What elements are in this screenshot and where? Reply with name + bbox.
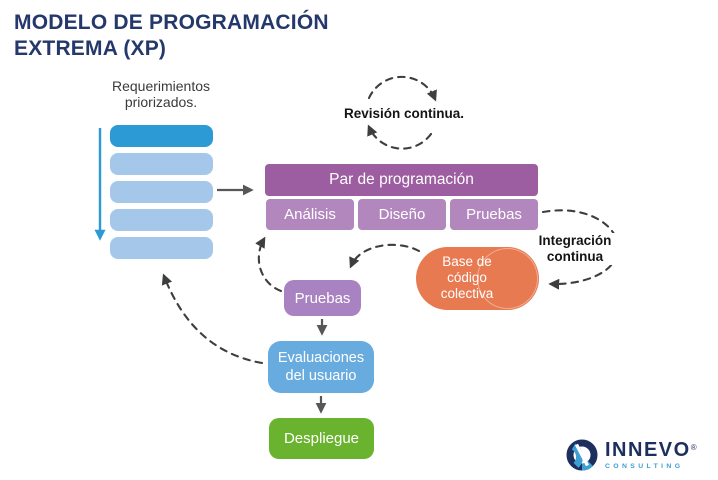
requirement-bar (110, 209, 213, 231)
registered-mark: ® (690, 443, 697, 452)
tests-to-analysis-arrow (255, 236, 283, 293)
collective-code-base-node: Base de código colectiva (416, 247, 539, 310)
innevo-tagline: CONSULTING (605, 463, 684, 470)
requirement-bar (110, 153, 213, 175)
code-base-label: Base de código colectiva (440, 254, 494, 302)
user-evaluations-node: Evaluaciones del usuario (268, 341, 374, 393)
innevo-logo-text: INNEVO® CONSULTING (605, 438, 697, 470)
tests-node: Pruebas (284, 280, 361, 316)
continuous-review-arc-bottom (367, 124, 433, 150)
stage-analysis: Análisis (266, 199, 354, 230)
innevo-brand-name: INNEVO® (605, 440, 697, 460)
stage-design: Diseño (358, 199, 446, 230)
innevo-logo-icon (566, 439, 598, 471)
codebase-to-tests-arrow (349, 243, 421, 269)
continuous-review-arc-top (367, 75, 437, 102)
requirement-bar-active (110, 125, 213, 147)
pair-programming-header: Par de programación (265, 164, 538, 196)
continuous-integration-label: Integración continua (529, 233, 621, 265)
deployment-node: Despliegue (269, 418, 374, 459)
requirements-label: Requerimientos priorizados. (111, 78, 211, 110)
stage-tests: Pruebas (450, 199, 538, 230)
code-base-circle-decoration (477, 248, 538, 309)
requirement-bar (110, 181, 213, 203)
continuous-review-label: Revisión continua. (339, 105, 469, 122)
requirement-bar (110, 237, 213, 259)
innevo-logo: INNEVO® CONSULTING (565, 438, 697, 472)
brand-word: INNEVO (605, 439, 691, 461)
page-title: MODELO DE PROGRAMACIÓN EXTREMA (XP) (14, 11, 329, 61)
requirements-stack (110, 125, 213, 265)
evaluations-to-stack-arrow (161, 273, 264, 365)
